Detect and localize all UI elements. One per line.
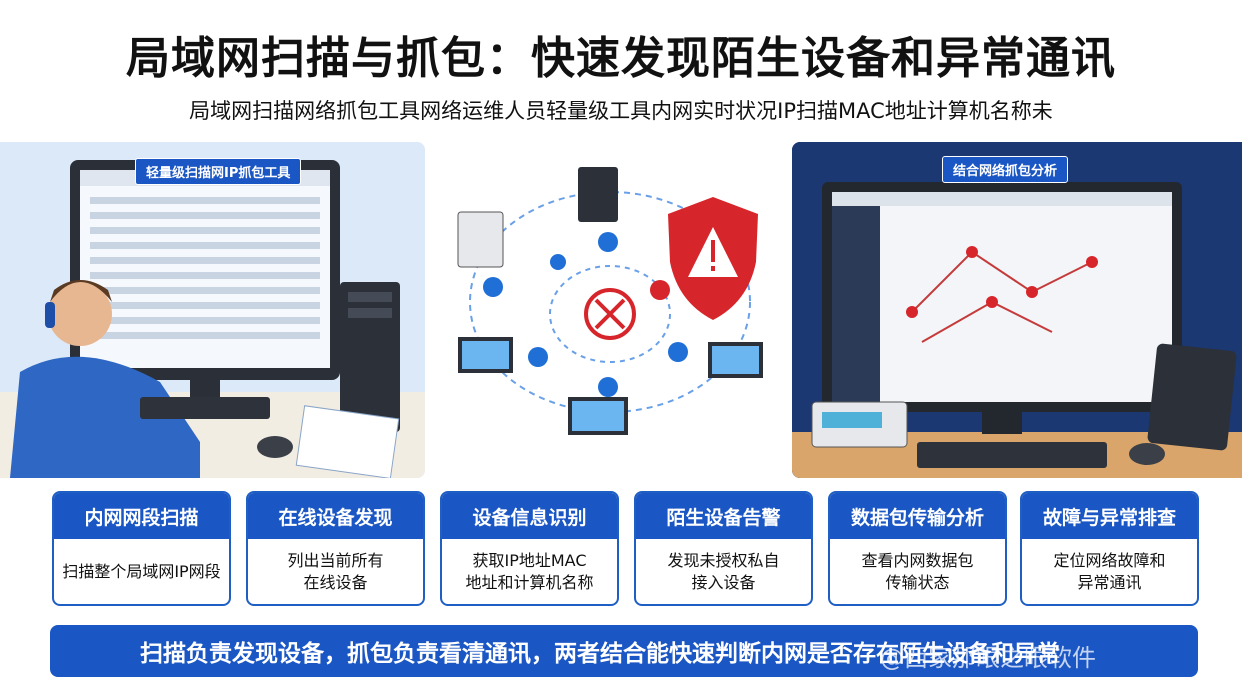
feature-card-description: 定位网络故障和 异常通讯 <box>1053 550 1166 592</box>
watermark-text: @西家那眼之眼软件 <box>880 644 1096 672</box>
feature-card-title: 内网网段扫描 <box>54 493 229 539</box>
feature-card-description: 列出当前所有 在线设备 <box>287 550 384 592</box>
feature-card-description: 发现未授权私自 接入设备 <box>667 550 780 592</box>
feature-card-title: 在线设备发现 <box>248 493 423 539</box>
right-illustration: 结合网络抓包分析 <box>792 142 1242 478</box>
feature-card: 设备信息识别 获取IP地址MAC 地址和计算机名称 <box>440 491 619 606</box>
feature-card-description: 扫描整个局域网IP网段 <box>62 561 221 581</box>
summary-banner-text: 扫描负责发现设备，抓包负责看清通讯，两者结合能快速判断内网是否存在陌生设备和异常 <box>140 641 1060 667</box>
feature-card-description: 查看内网数据包 传输状态 <box>861 550 974 592</box>
feature-card: 陌生设备告警 发现未授权私自 接入设备 <box>634 491 813 606</box>
feature-card: 内网网段扫描 扫描整个局域网IP网段 <box>52 491 231 606</box>
feature-card: 在线设备发现 列出当前所有 在线设备 <box>246 491 425 606</box>
packet-analysis-scene-illustration <box>792 142 1242 478</box>
feature-card: 故障与异常排查 定位网络故障和 异常通讯 <box>1020 491 1199 606</box>
network-diagram <box>438 142 783 478</box>
engineer-scene-illustration <box>0 142 425 478</box>
feature-card-title: 陌生设备告警 <box>636 493 811 539</box>
feature-card-title: 数据包传输分析 <box>830 493 1005 539</box>
summary-banner: 扫描负责发现设备，抓包负责看清通讯，两者结合能快速判断内网是否存在陌生设备和异常 <box>50 625 1198 677</box>
feature-card-description: 获取IP地址MAC 地址和计算机名称 <box>465 550 594 592</box>
feature-card-title: 故障与异常排查 <box>1022 493 1197 539</box>
feature-card-title: 设备信息识别 <box>442 493 617 539</box>
left-illustration: 轻量级扫描网IP抓包工具 <box>0 142 425 478</box>
page-subtitle: 局域网扫描网络抓包工具网络运维人员轻量级工具内网实时状况IP扫描MAC地址计算机… <box>189 99 1053 123</box>
left-panel-label: 轻量级扫描网IP抓包工具 <box>135 158 302 185</box>
feature-card: 数据包传输分析 查看内网数据包 传输状态 <box>828 491 1007 606</box>
page-title: 局域网扫描与抓包：快速发现陌生设备和异常通讯 <box>126 33 1116 84</box>
right-panel-label: 结合网络抓包分析 <box>942 156 1069 183</box>
network-topology-graphic <box>457 167 763 435</box>
